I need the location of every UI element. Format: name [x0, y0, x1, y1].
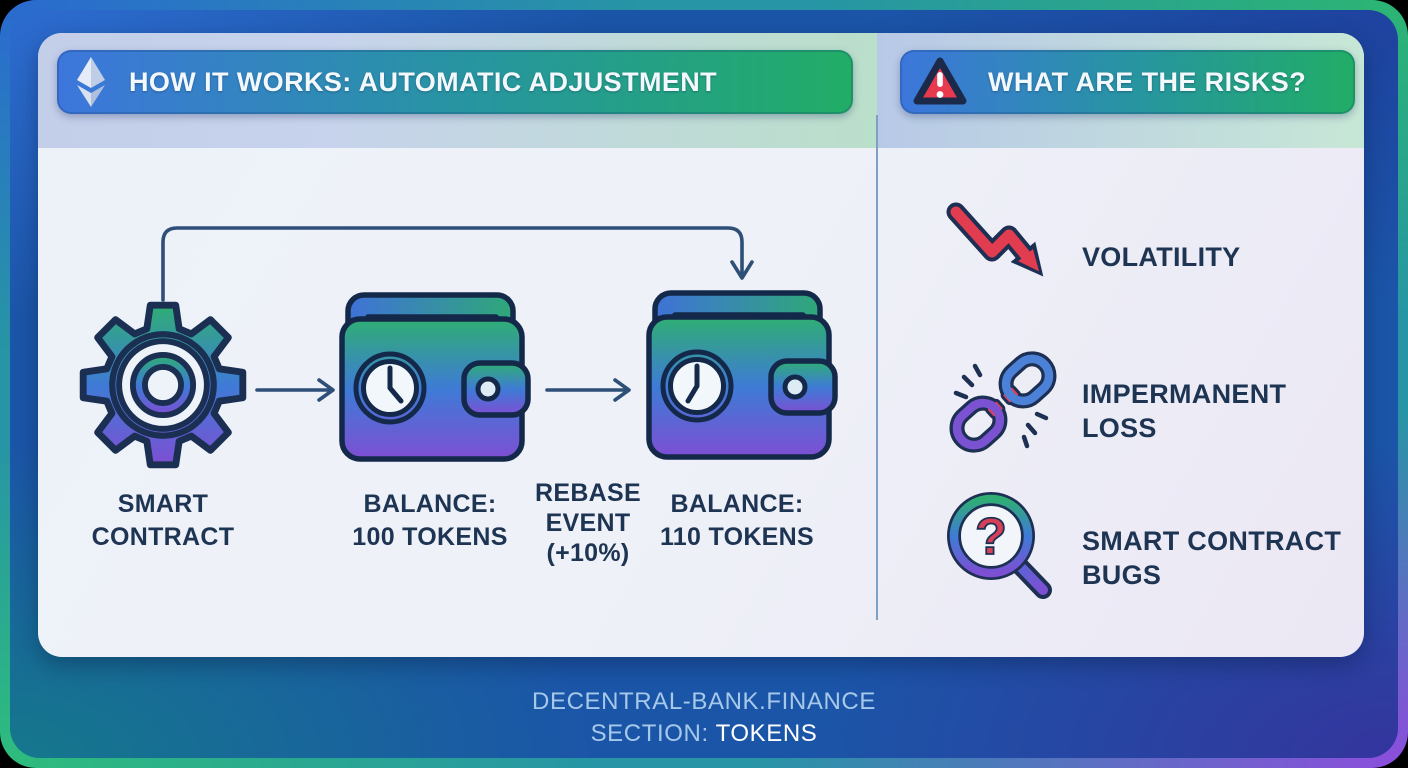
arrow-right-icon: [255, 376, 345, 404]
downtrend-arrow-icon: [946, 202, 1066, 294]
broken-chain-icon: [944, 343, 1062, 461]
wallet-clock-icon: [338, 291, 534, 463]
svg-text:?: ?: [975, 508, 1007, 566]
balance-110-label: BALANCE: 110 TOKENS: [659, 490, 814, 551]
footer-site-url: DECENTRAL-BANK.FINANCE: [532, 688, 876, 715]
how-it-works-header: HOW IT WORKS: AUTOMATIC ADJUSTMENT: [57, 50, 853, 114]
footer-section-value: TOKENS: [715, 720, 818, 747]
footer-section-label: SECTION:: [590, 720, 709, 747]
balance-100-label: BALANCE: 100 TOKENS: [352, 490, 508, 551]
panel-divider: [876, 115, 878, 620]
how-it-works-title: HOW IT WORKS: AUTOMATIC ADJUSTMENT: [129, 66, 718, 97]
smart-contract-label: SMART CONTRACT: [91, 490, 235, 551]
rebase-event-label: REBASE EVENT (+10%): [535, 479, 641, 567]
arrow-right-icon: [545, 376, 640, 404]
footer: DECENTRAL-BANK.FINANCE SECTION: TOKENS: [0, 686, 1408, 750]
risks-header: WHAT ARE THE RISKS?: [900, 50, 1355, 114]
footer-section-line: SECTION: TOKENS: [0, 718, 1408, 750]
ethereum-icon: [73, 54, 109, 110]
wallet-clock-icon: [645, 289, 841, 461]
impermanent-loss-label: IMPERMANENT LOSS: [1082, 379, 1287, 444]
volatility-label: VOLATILITY: [1082, 242, 1241, 272]
loop-arrow-top: [140, 212, 770, 307]
smart-contract-bugs-label: SMART CONTRACT BUGS: [1082, 526, 1342, 591]
risks-title: WHAT ARE THE RISKS?: [988, 66, 1307, 97]
gear-icon: [77, 299, 249, 471]
warning-icon: [912, 56, 968, 108]
magnifier-question-icon: ?: [941, 490, 1063, 610]
